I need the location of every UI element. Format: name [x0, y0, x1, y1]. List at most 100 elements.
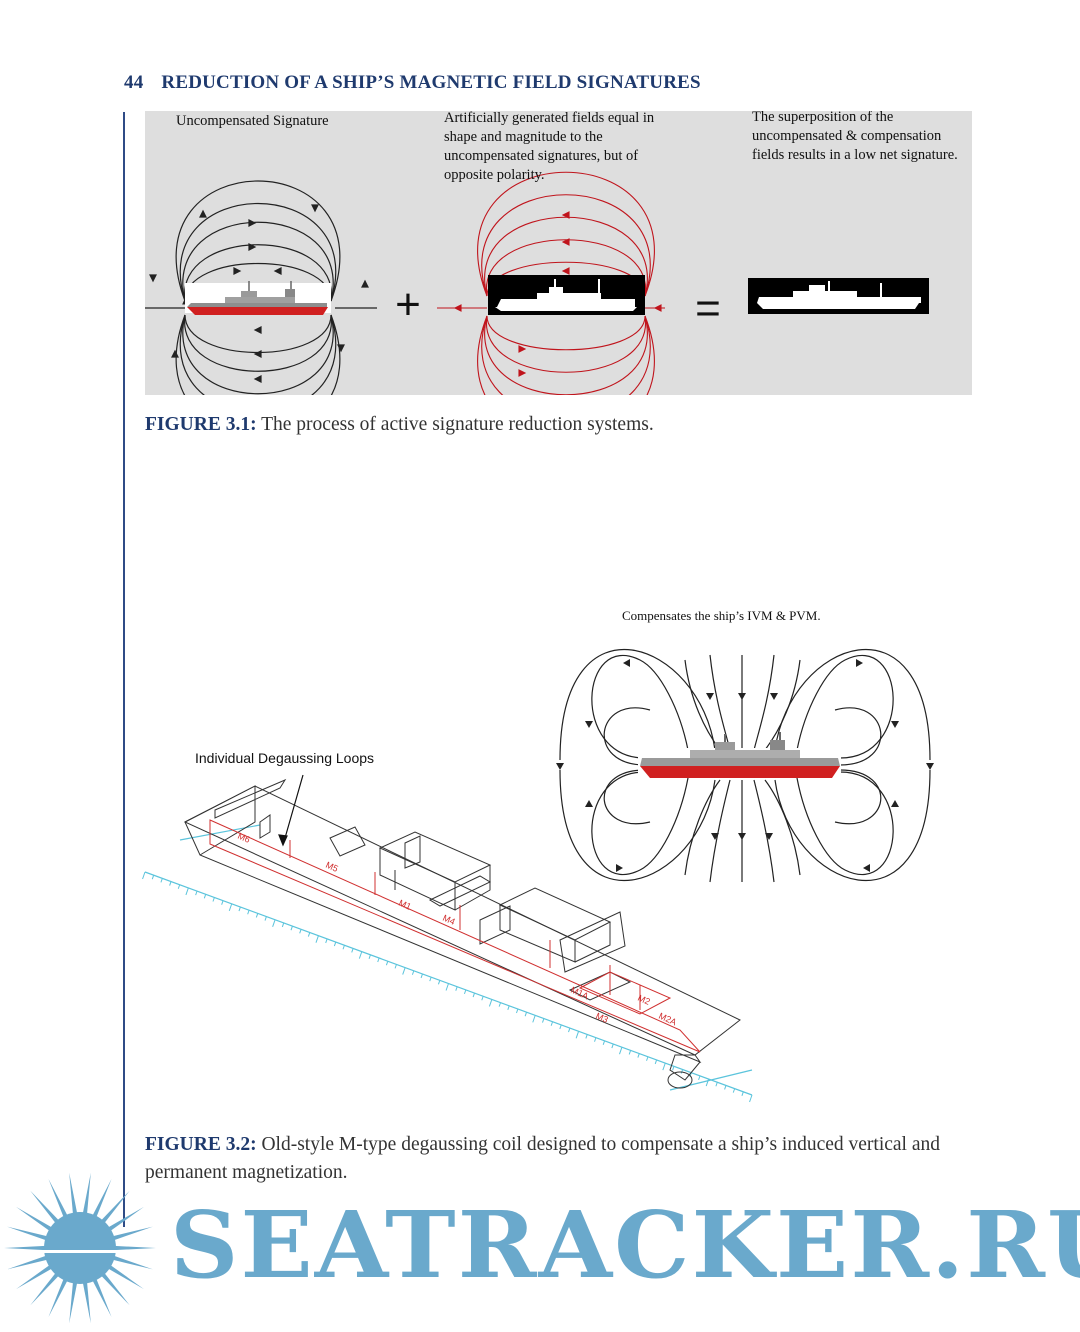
grid-tick: [351, 948, 354, 953]
grid-tick: [368, 954, 371, 959]
ship-net-signature: [748, 278, 929, 314]
sun-ray: [30, 1269, 63, 1306]
sun-ray: [90, 1274, 112, 1318]
grid-tick: [169, 881, 172, 886]
running-header: 44 REDUCTION OF A SHIP’S MAGNETIC FIELD S…: [124, 72, 701, 94]
grid-tick: [732, 1088, 736, 1093]
coil-label-m2: M2: [636, 993, 652, 1007]
grid-tick: [377, 957, 380, 963]
coil-label-m1: M1: [397, 898, 413, 912]
grid-tick: [463, 989, 467, 995]
ship-uncompensated: [185, 281, 331, 315]
grid-tick: [315, 935, 319, 943]
sun-ray: [4, 1245, 51, 1251]
grid-tick: [299, 929, 302, 934]
grid-tick: [420, 973, 423, 979]
grid-tick: [646, 1056, 649, 1061]
grid-tick: [741, 1091, 744, 1096]
grid-tick: [515, 1008, 519, 1014]
sun-ray: [16, 1262, 57, 1290]
figure-3-2: M6 M5 M1 M4 M3 M2 M2A M1A Compensates th…: [140, 600, 980, 1130]
sun-ray: [97, 1269, 130, 1306]
figure-3-1: +: [145, 111, 972, 395]
sun-ray: [103, 1262, 144, 1290]
label-superposition: The superposition of the uncompensated &…: [752, 111, 958, 163]
grid-tick: [749, 1094, 753, 1103]
grid-tick: [637, 1053, 640, 1058]
grid-tick: [594, 1037, 597, 1042]
grid-tick: [185, 887, 189, 896]
grid-tick: [402, 967, 406, 975]
label-uncompensated: Uncompensated Signature: [176, 113, 329, 129]
loops-pointer: [278, 774, 304, 847]
caption-label: FIGURE 3.1:: [145, 414, 257, 435]
grid-tick: [264, 916, 267, 921]
caption-text: The process of active signature reductio…: [256, 414, 654, 435]
coil-label-m3: M3: [594, 1011, 610, 1025]
grid-tick: [575, 1031, 580, 1039]
watermark-text: SEATRACKER.RU: [170, 1191, 1080, 1299]
coil-label-m5: M5: [324, 860, 340, 874]
grid-tick: [559, 1024, 562, 1030]
grid-tick: [498, 1002, 502, 1007]
running-title: REDUCTION OF A SHIP’S MAGNETIC FIELD SIG…: [161, 72, 701, 93]
watermark: SEATRACKER.RU: [0, 1170, 1080, 1332]
grid-tick: [654, 1059, 658, 1065]
grid-tick: [342, 945, 345, 950]
grid-tick: [705, 1078, 710, 1087]
figure-3-1-caption: FIGURE 3.1: The process of active signat…: [145, 411, 975, 439]
page-number: 44: [124, 72, 144, 93]
grid-tick: [333, 941, 337, 947]
grid-tick: [203, 894, 207, 899]
grid-tick: [385, 961, 389, 966]
sun-ray: [108, 1254, 153, 1270]
sun-burst-logo: [4, 1172, 156, 1324]
sun-ray: [7, 1226, 52, 1242]
grid-tick: [142, 871, 146, 880]
grid-tick: [507, 1005, 510, 1010]
hull-outline: [183, 778, 741, 1089]
grid-tick: [281, 922, 285, 928]
ship-photo: [638, 732, 841, 778]
degaussing-coil-diagram: M6 M5 M1 M4 M3 M2 M2A M1A: [142, 648, 934, 1103]
sun-ray: [81, 1277, 91, 1324]
grid-tick: [472, 992, 475, 998]
grid-tick: [429, 976, 432, 982]
grid-tick: [195, 890, 198, 896]
grid-tick: [358, 951, 363, 959]
grid-tick: [619, 1047, 623, 1055]
grid-tick: [238, 906, 241, 912]
grid-tick: [602, 1040, 606, 1046]
grid-tick: [455, 986, 458, 991]
figure-3-2-caption: FIGURE 3.2: Old-style M-type degaussing …: [145, 1131, 975, 1187]
sun-ray: [81, 1172, 91, 1219]
field-line-arrows: [556, 659, 934, 872]
sun-ray: [108, 1226, 153, 1242]
sun-ray: [48, 1178, 70, 1222]
sun-ray: [69, 1172, 79, 1219]
grid-tick: [585, 1034, 588, 1039]
grid-tick: [411, 970, 415, 975]
grid-tick: [680, 1069, 684, 1074]
grid-tick: [247, 910, 250, 915]
sun-ray: [48, 1274, 70, 1318]
label-artificial-fields: Artificially generated fields equal in s…: [444, 111, 655, 183]
grid-tick: [481, 996, 484, 1001]
caption-label: FIGURE 3.2:: [145, 1134, 257, 1155]
grid-tick: [724, 1085, 727, 1090]
coil-label-m4: M4: [441, 913, 457, 927]
grid-tick: [524, 1012, 528, 1017]
sun-ray: [16, 1206, 57, 1234]
grid-tick: [550, 1021, 554, 1026]
grid-tick: [255, 913, 259, 918]
grid-tick: [325, 938, 328, 944]
grid-tick: [698, 1075, 701, 1081]
coil-label-m6: M6: [236, 831, 252, 845]
field-lines-diagram: +: [145, 171, 929, 395]
measurement-grid: [144, 824, 753, 1096]
margin-rule: [123, 112, 125, 1227]
label-degaussing-loops: Individual Degaussing Loops: [195, 750, 375, 766]
plus-sign: +: [395, 280, 421, 329]
grid-tick: [672, 1066, 675, 1071]
grid-tick: [212, 897, 215, 902]
